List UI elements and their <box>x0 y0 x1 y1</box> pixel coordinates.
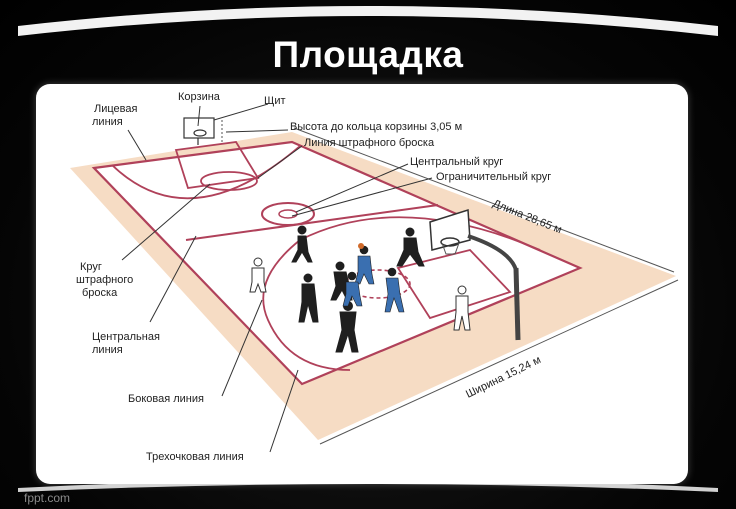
near-net <box>441 242 460 255</box>
label-free-throw-circle-3: броска <box>82 287 118 299</box>
restricted-circle <box>278 209 298 219</box>
far-rim <box>193 129 207 137</box>
player-1 <box>291 225 313 263</box>
slide-title: Площадка <box>272 34 464 75</box>
player-2 <box>396 227 425 267</box>
label-basket: Корзина <box>178 91 221 103</box>
referee-2 <box>453 285 471 331</box>
label-three-point-line: Трехочковая линия <box>146 451 244 463</box>
center-circle <box>261 202 315 226</box>
court-boundary <box>91 140 583 386</box>
player-4 <box>335 301 359 353</box>
label-backboard: Щит <box>264 95 286 107</box>
player-3 <box>298 273 319 323</box>
ball <box>358 243 364 249</box>
leader-lines <box>121 103 433 453</box>
label-free-throw-line: Линия штрафного броска <box>304 137 435 149</box>
label-center-line-2: линия <box>92 344 123 356</box>
near-key <box>396 248 512 320</box>
label-width: Ширина 15,24 м <box>464 354 543 401</box>
label-end-line-2: линия <box>92 116 123 128</box>
near-rim <box>440 237 460 247</box>
width-dimension <box>319 279 679 445</box>
label-free-throw-circle-2: штрафного <box>76 274 133 286</box>
players-blue <box>342 245 405 313</box>
length-dimension <box>293 127 675 273</box>
label-restricted-circle: Ограничительный круг <box>436 171 551 183</box>
basket-pole <box>513 267 521 341</box>
center-line <box>185 204 439 241</box>
player-8 <box>384 267 405 313</box>
label-free-throw-circle-1: Круг <box>80 261 102 273</box>
label-center-line-1: Центральная <box>92 331 160 343</box>
near-free-throw-circle <box>345 269 411 299</box>
referee-1 <box>249 257 267 293</box>
label-rim-height: Высота до кольца корзины 3,05 м <box>290 121 462 133</box>
backboard-arm <box>467 234 518 271</box>
players <box>291 225 425 353</box>
label-length: Длина 28,65 м <box>491 198 564 237</box>
label-center-circle: Центральный круг <box>410 156 503 168</box>
watermark: fppt.com <box>24 491 71 505</box>
near-backboard <box>429 208 471 251</box>
label-side-line: Боковая линия <box>128 393 204 405</box>
referees <box>249 257 471 331</box>
label-end-line-1: Лицевая <box>94 103 137 115</box>
player-7 <box>342 271 363 307</box>
player-6 <box>354 245 375 285</box>
